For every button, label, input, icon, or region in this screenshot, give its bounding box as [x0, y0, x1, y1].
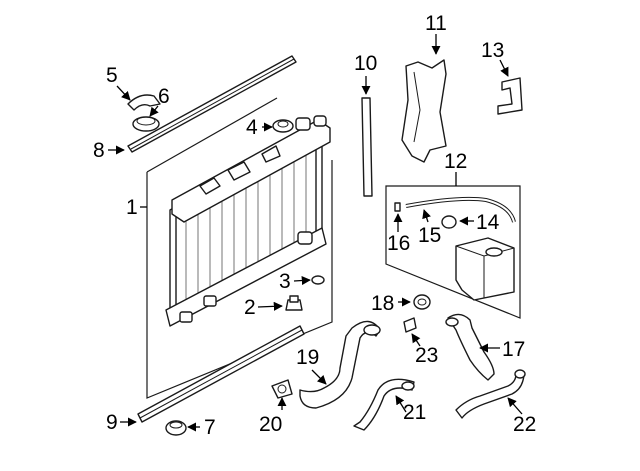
callout-5[interactable]: 5 — [106, 64, 118, 87]
hose-clamp-18 — [413, 294, 431, 310]
clip-part-16 — [394, 202, 401, 212]
coolant-reservoir — [455, 237, 515, 301]
callout-20[interactable]: 20 — [259, 413, 282, 436]
insulator-part-6 — [132, 116, 160, 132]
lower-seal-strip — [137, 325, 305, 423]
callout-18[interactable]: 18 — [371, 292, 394, 315]
coolant-hose-21 — [353, 378, 415, 431]
callout-11[interactable]: 11 — [425, 12, 447, 35]
upper-radiator-hose-19 — [299, 320, 381, 409]
overflow-hose-15 — [405, 196, 516, 223]
callout-14[interactable]: 14 — [476, 211, 500, 234]
mount-part-7 — [165, 420, 187, 436]
radiator — [165, 115, 331, 327]
callout-1[interactable]: 1 — [126, 196, 138, 219]
leader-lines — [108, 34, 523, 432]
callout-13[interactable]: 13 — [481, 39, 504, 62]
callout-15[interactable]: 15 — [418, 224, 441, 247]
callout-22[interactable]: 22 — [513, 413, 536, 436]
lower-radiator-hose-17 — [445, 313, 495, 381]
callout-6[interactable]: 6 — [158, 85, 170, 108]
bracket-part-5 — [127, 94, 161, 111]
upper-seal-strip — [127, 55, 297, 153]
seal-part-3 — [311, 275, 325, 285]
callout-8[interactable]: 8 — [93, 139, 105, 162]
bracket-part-13 — [497, 77, 523, 115]
callout-3[interactable]: 3 — [279, 270, 291, 293]
callout-19[interactable]: 19 — [296, 346, 319, 369]
drain-plug-2 — [285, 295, 303, 311]
callout-9[interactable]: 9 — [106, 411, 118, 434]
side-seal-10 — [361, 97, 373, 197]
callout-10[interactable]: 10 — [354, 52, 377, 75]
callout-16[interactable]: 16 — [387, 232, 410, 255]
callout-4[interactable]: 4 — [246, 116, 258, 139]
air-guide-11 — [401, 59, 447, 163]
reservoir-cap-14 — [441, 215, 457, 229]
callout-12[interactable]: 12 — [444, 150, 467, 173]
callout-23[interactable]: 23 — [415, 344, 438, 367]
hose-clamp-20 — [271, 379, 293, 399]
reservoir-kit-outline — [385, 185, 521, 319]
hose-clamp-23 — [403, 317, 417, 333]
callout-labels: 1 2 3 4 5 6 7 8 9 10 11 12 13 14 15 16 1… — [93, 12, 536, 439]
callout-2[interactable]: 2 — [244, 296, 256, 319]
radiator-cap-4 — [272, 119, 294, 133]
callout-21[interactable]: 21 — [403, 401, 426, 424]
callout-7[interactable]: 7 — [204, 416, 216, 439]
callout-17[interactable]: 17 — [502, 338, 525, 361]
bypass-hose-22 — [455, 369, 526, 419]
